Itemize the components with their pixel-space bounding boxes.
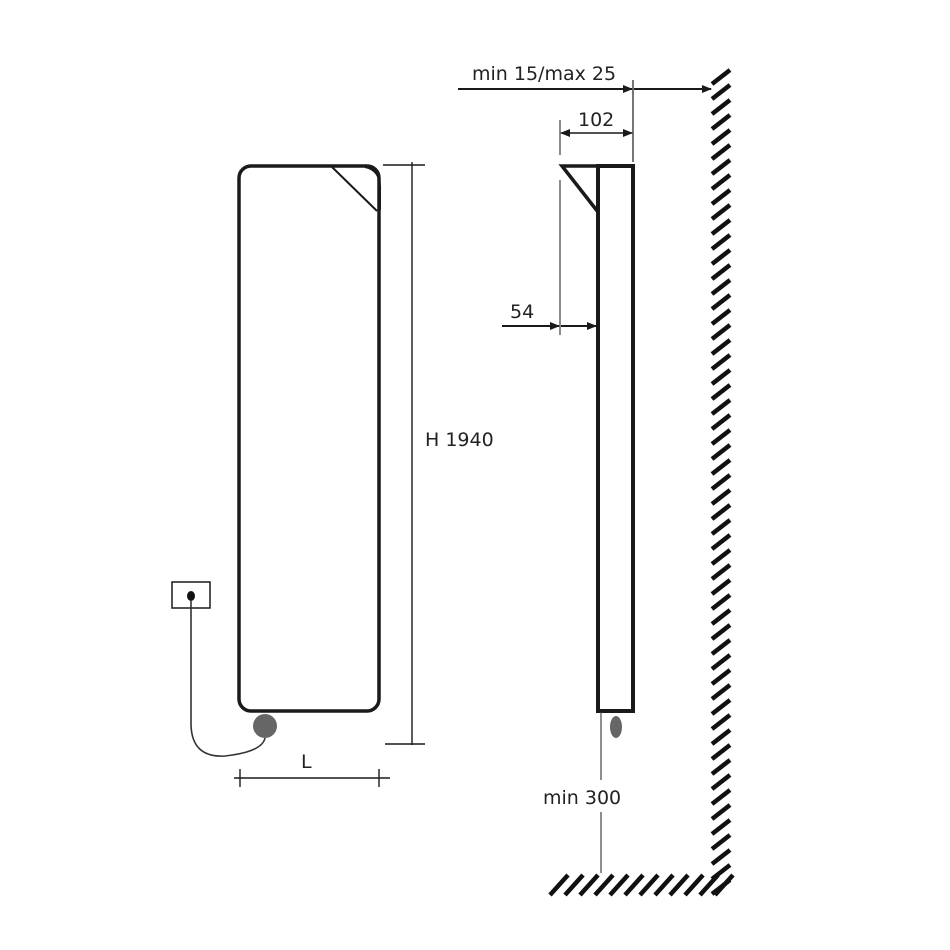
wall-hatch-stroke (710, 773, 732, 791)
wall-hatch-stroke (710, 578, 732, 596)
wall-hatch-stroke (710, 428, 732, 446)
wall-hatch-stroke (710, 368, 732, 386)
towel-corner-flap (331, 166, 378, 212)
floor-hatch-stroke (683, 873, 705, 897)
wall-hatch-stroke (710, 548, 732, 566)
wall-hatch-stroke (710, 113, 732, 131)
floor-hatch-stroke (713, 873, 735, 897)
wall-hatch-stroke (710, 608, 732, 626)
wall-hatch-stroke (710, 383, 732, 401)
wall-hatch-stroke (710, 158, 732, 176)
floor-hatch-stroke (638, 873, 660, 897)
wall-hatch-stroke (710, 293, 732, 311)
wall-hatch-stroke (710, 338, 732, 356)
wall-hatch-stroke (710, 713, 732, 731)
radiator-panel-side (596, 164, 635, 713)
wall-hatch-stroke (710, 143, 732, 161)
width-label: L (301, 751, 312, 773)
wall-hatch-stroke (710, 758, 732, 776)
front-view: H 1940 L (171, 162, 494, 787)
wall-hatch-stroke (710, 173, 732, 191)
wall-hatch-stroke (710, 593, 732, 611)
floor-hatch-stroke (653, 873, 675, 897)
wall-hatch-stroke (710, 683, 732, 701)
wall-hatch-stroke (710, 833, 732, 851)
radiator-panel-front (237, 164, 381, 713)
wall-hatch-stroke (710, 278, 732, 296)
floor-hatch-stroke (548, 873, 570, 897)
power-cable (190, 600, 266, 757)
wall-hatch-stroke (710, 698, 732, 716)
plug-icon (187, 591, 195, 601)
wall-hatch-stroke (710, 218, 732, 236)
floor-hatch-stroke (608, 873, 630, 897)
wall-hatch-stroke (710, 503, 732, 521)
wall-hatch-stroke (710, 788, 732, 806)
side-view: min 15/max 25 102 54 min 300 (458, 63, 712, 873)
floor-clearance-label: min 300 (543, 787, 621, 809)
depth-label: 102 (578, 109, 614, 131)
wall-hatch-stroke (710, 233, 732, 251)
wall-hatch-stroke (710, 623, 732, 641)
wall-hatch-stroke (710, 458, 732, 476)
wall-hatch-stroke (710, 353, 732, 371)
shelf-offset-label: 54 (510, 301, 534, 323)
wall-hatch-stroke (710, 653, 732, 671)
wall-hatch-stroke (710, 848, 732, 866)
floor-hatch-stroke (563, 873, 585, 897)
wall-hatch-stroke (710, 473, 732, 491)
wall-hatch-stroke (710, 743, 732, 761)
wall-hatch-stroke (710, 203, 732, 221)
wall-hatch-stroke (710, 248, 732, 266)
wall-hatch-stroke (710, 728, 732, 746)
thermostat-knob (253, 714, 277, 738)
wall-hatch-stroke (710, 98, 732, 116)
towel-corner-edge (364, 166, 382, 210)
wall-hatch-stroke (710, 563, 732, 581)
wall-hatch-stroke (710, 263, 732, 281)
thermostat-knob-side (610, 716, 622, 738)
wall-hatch (710, 68, 732, 896)
floor-hatch-stroke (578, 873, 600, 897)
towel-shelf-side (558, 164, 600, 214)
wall-hatch-stroke (710, 818, 732, 836)
wall-hatch-stroke (710, 323, 732, 341)
floor-hatch-stroke (623, 873, 645, 897)
wall-hatch-stroke (710, 413, 732, 431)
wall-hatch-stroke (710, 188, 732, 206)
wall-hatch-stroke (710, 518, 732, 536)
floor-hatch-stroke (698, 873, 720, 897)
wall-hatch-stroke (710, 128, 732, 146)
wall-hatch-stroke (710, 803, 732, 821)
floor-hatch (548, 873, 735, 897)
wall-hatch-stroke (710, 68, 732, 86)
wall-hatch-stroke (710, 83, 732, 101)
wall-hatch-stroke (710, 638, 732, 656)
wall-hatch-stroke (710, 533, 732, 551)
wall-hatch-stroke (710, 308, 732, 326)
floor-hatch-stroke (668, 873, 690, 897)
floor-hatch-stroke (593, 873, 615, 897)
wall-hatch-stroke (710, 398, 732, 416)
wall-hatch-stroke (710, 668, 732, 686)
wall-hatch-stroke (710, 488, 732, 506)
wall-gap-label: min 15/max 25 (472, 63, 616, 85)
wall-hatch-stroke (710, 443, 732, 461)
height-label: H 1940 (425, 429, 494, 451)
